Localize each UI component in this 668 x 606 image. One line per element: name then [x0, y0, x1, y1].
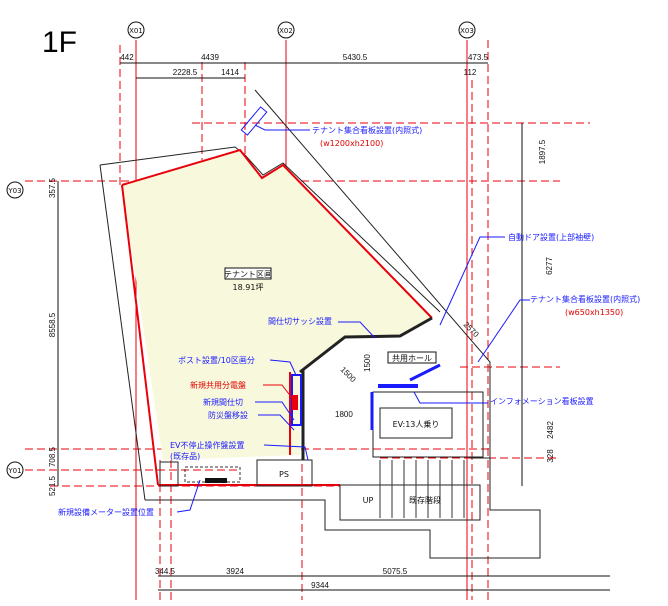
- dim-right-4: 328: [546, 449, 555, 463]
- svg-text:X02: X02: [279, 27, 293, 35]
- tenant-label-box: [224, 267, 272, 280]
- dim-left-3: 708.5: [48, 446, 57, 467]
- grid-bubble-x02: X02: [277, 21, 295, 39]
- annotation-autodoor: 自動ドア設置(上部袖壁): [508, 232, 594, 242]
- annotation-sign1: テナント集合看板設置(内照式): [312, 125, 422, 135]
- dim-right-3: 2482: [546, 421, 555, 439]
- dim-bottom-2: 3924: [226, 567, 244, 576]
- hall-label-box: [387, 351, 437, 364]
- dim-top-4: 473.5: [468, 53, 489, 62]
- annotation-partition: 新規間仕切: [203, 397, 243, 407]
- dim-top-2: 4439: [201, 53, 219, 62]
- building-outline: [99, 89, 541, 559]
- up-label: UP: [363, 496, 374, 505]
- dim-top-3: 5430.5: [343, 53, 368, 62]
- leader-panel: [263, 384, 293, 399]
- dim-left-2: 8558.5: [48, 312, 57, 337]
- dim-bottom-3: 5075.5: [383, 567, 408, 576]
- dim-top2-3: 112: [464, 68, 477, 77]
- stairs-label: 既存階段: [409, 495, 441, 505]
- svg-text:X01: X01: [129, 27, 143, 35]
- leader-lines: [176, 124, 530, 513]
- dim-left-4: 521.5: [48, 475, 57, 496]
- dim-bottom-1: 344.5: [155, 567, 176, 576]
- dim-left-1: 357.5: [48, 177, 57, 198]
- dim-inner-1: 2570: [462, 320, 481, 339]
- dim-bottom-total: 9344: [311, 581, 329, 590]
- annotation-post: ポスト設置/10区画分: [178, 355, 255, 365]
- dim-top2-1: 2228.5: [173, 68, 198, 77]
- annotation-ev-panel: EV不停止操作盤設置: [170, 440, 245, 450]
- svg-text:X03: X03: [460, 27, 474, 35]
- hall-label: 共用ホール: [392, 354, 432, 363]
- annotation-disaster: 防災盤移設: [208, 410, 248, 420]
- ev-label: EV:13人乗り: [393, 419, 440, 429]
- annotation-panel: 新規共用分電盤: [190, 380, 246, 390]
- tenant-label: テナント区画: [224, 270, 272, 279]
- dim-top-1: 442: [120, 53, 134, 62]
- annotation-ev-panel-note: (既存品): [170, 451, 200, 461]
- ps-label: PS: [279, 470, 289, 479]
- svg-text:Y03: Y03: [7, 187, 21, 195]
- annotation-sign1-size: (w1200xh2100): [320, 139, 383, 148]
- dim-inner-3: 1500: [363, 354, 372, 372]
- floor-label: 1F: [42, 26, 77, 59]
- annotation-meter: 新規設備メーター設置位置: [58, 507, 154, 517]
- annotation-sign2: テナント集合看板設置(内照式): [530, 294, 640, 304]
- grid-bubble-y03: Y03: [6, 181, 24, 199]
- dim-inner-4: 1800: [335, 410, 353, 419]
- grid-bubble-x03: X03: [458, 21, 476, 39]
- dim-top2-2: 1414: [221, 68, 239, 77]
- dimension-lines: [57, 62, 610, 591]
- annotation-sign2-size: (w650xh1350): [565, 308, 623, 317]
- grid-bubble-x01: X01: [127, 21, 145, 39]
- dim-right-1: 1897.5: [538, 139, 547, 164]
- annotation-info: インフォメーション看板設置: [490, 396, 594, 406]
- svg-text:Y01: Y01: [7, 467, 21, 475]
- tenant-area: 18.91坪: [233, 283, 264, 292]
- grid-bubble-y01: Y01: [6, 461, 24, 479]
- dim-right-2: 6277: [545, 257, 554, 275]
- annotation-sash: 間仕切サッシ設置: [268, 316, 332, 326]
- dim-inner-2: 1500: [339, 365, 358, 384]
